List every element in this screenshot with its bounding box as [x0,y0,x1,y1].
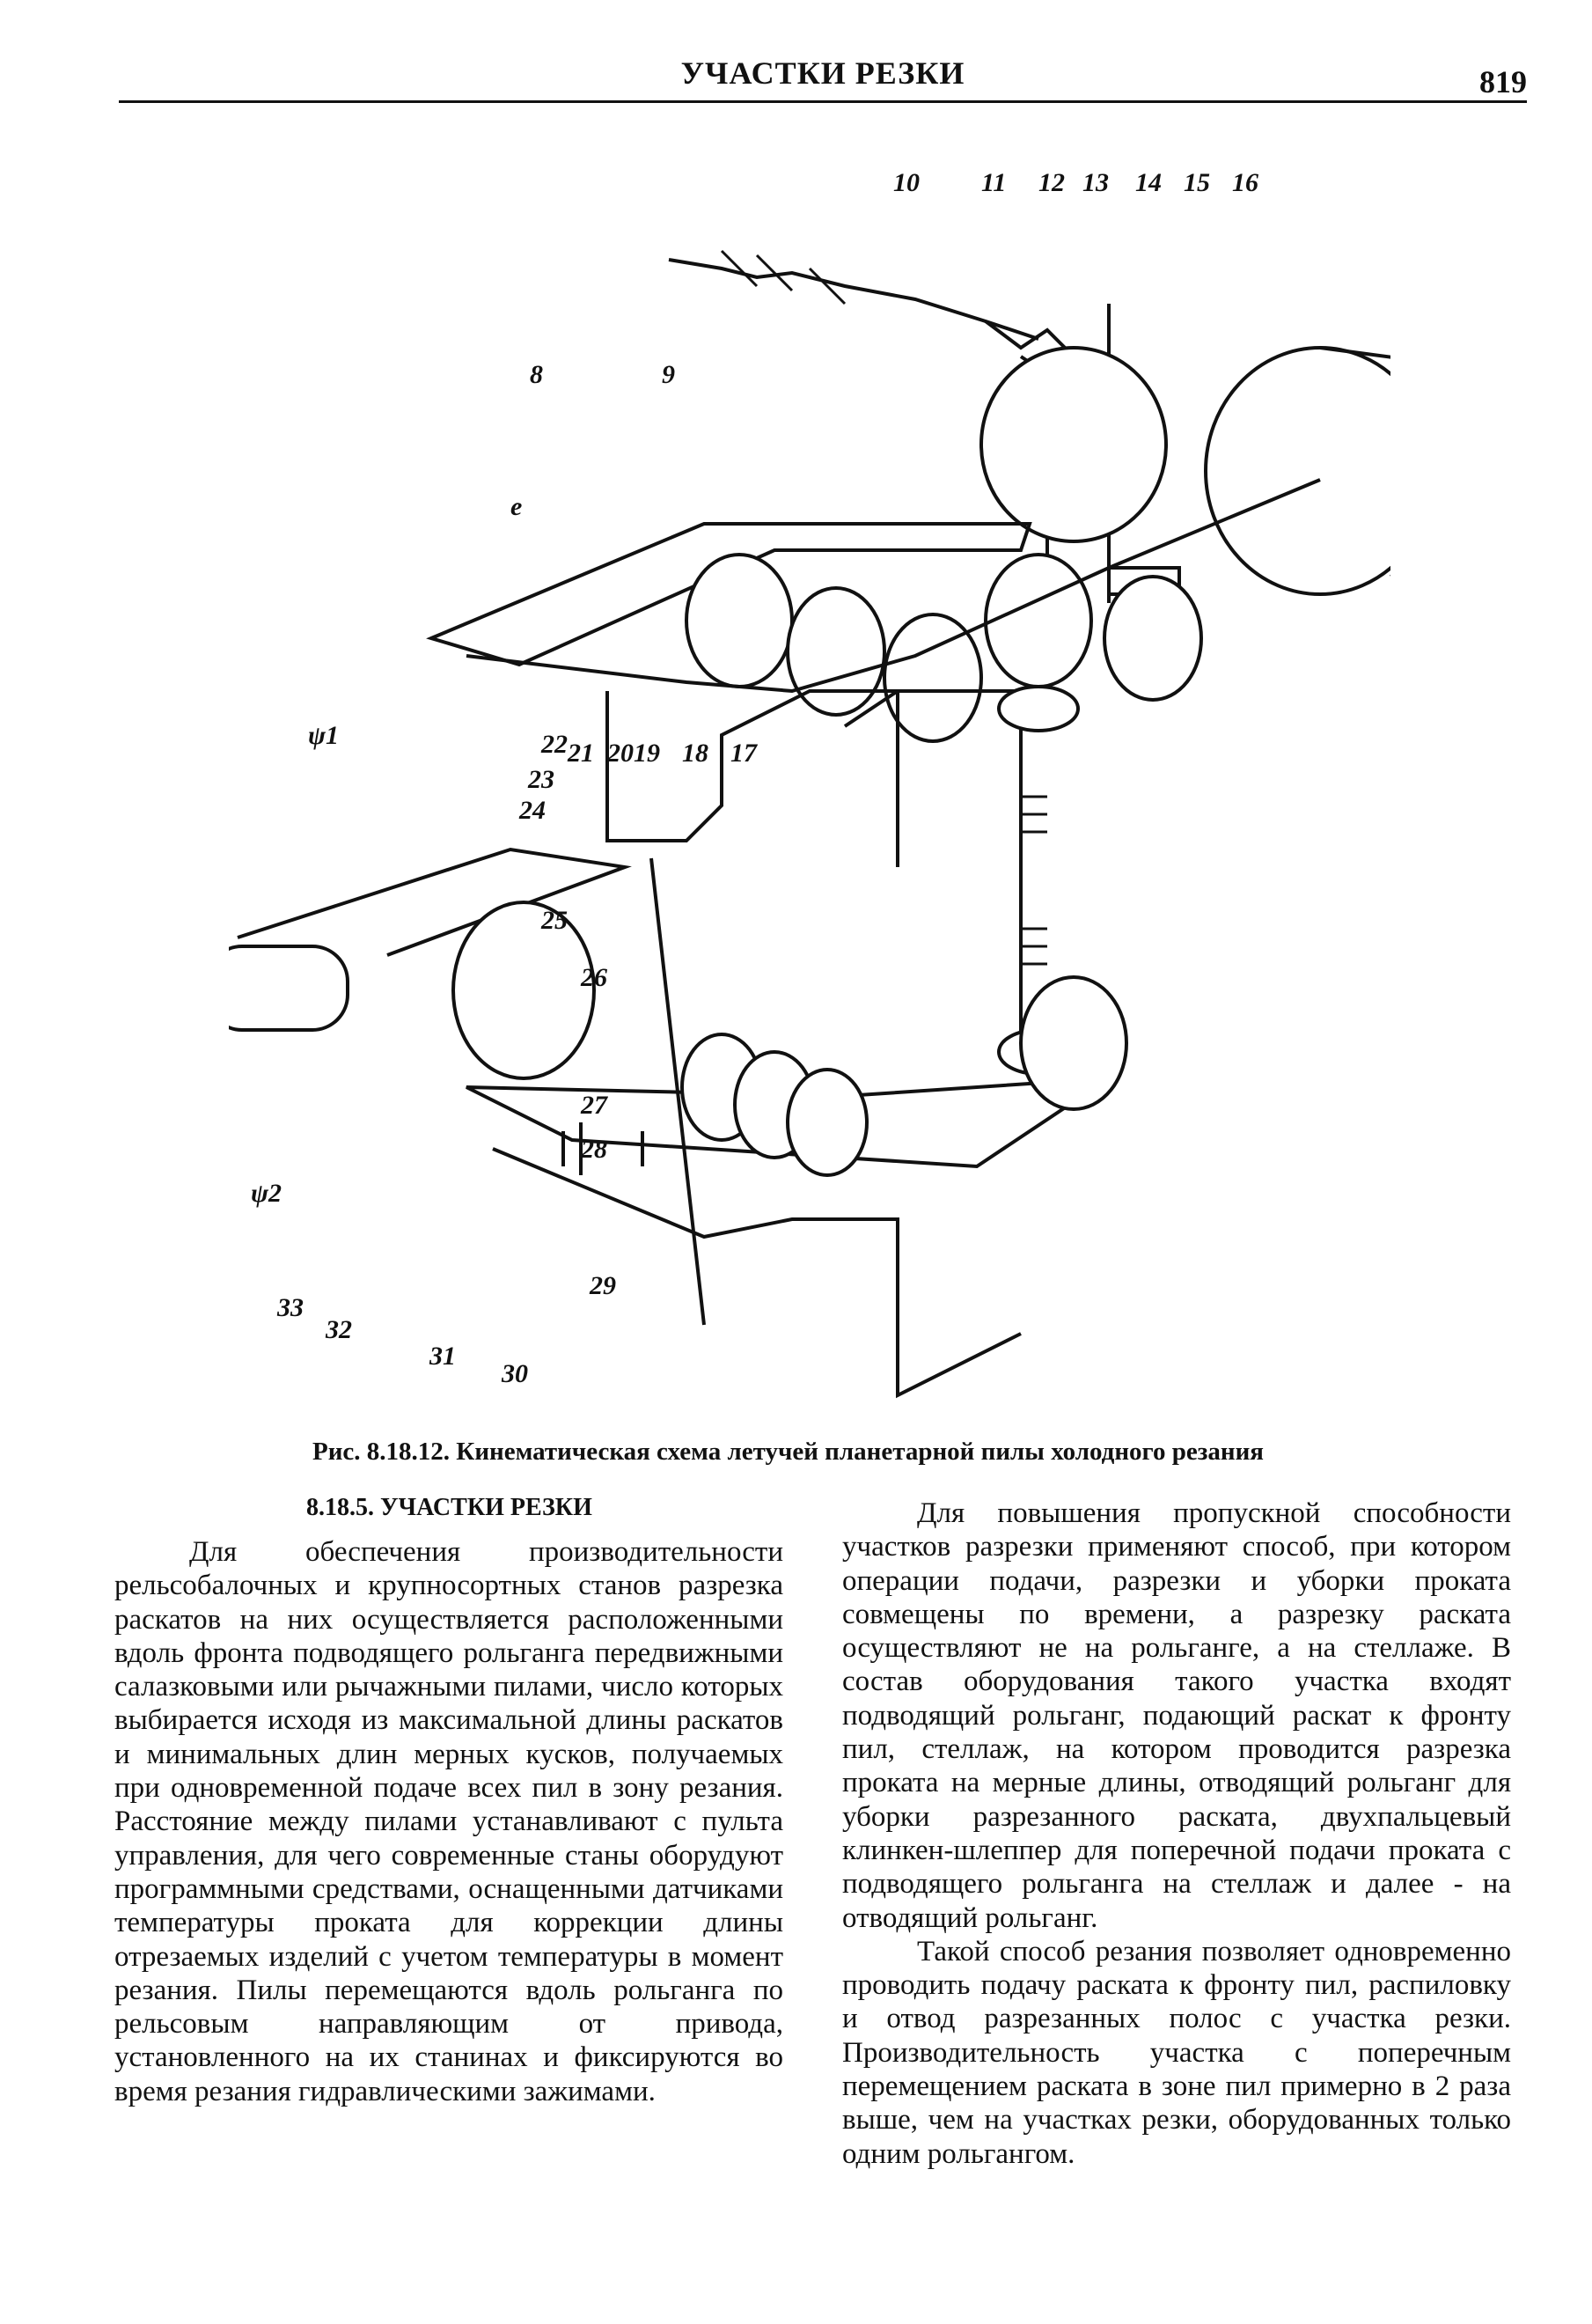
figure-caption: Рис. 8.18.12. Кинематическая схема летуч… [312,1438,1264,1466]
label-11: 11 [981,168,1006,197]
svg-text:15: 15 [1184,168,1210,197]
section-heading: 8.18.5. УЧАСТКИ РЕЗКИ [306,1494,592,1521]
svg-text:16: 16 [1232,168,1258,197]
gear-21 [984,553,1093,688]
gear-8 [786,586,886,717]
label-10: 10 [893,168,920,197]
svg-text:21: 21 [567,739,594,768]
svg-text:32: 32 [325,1315,352,1344]
page-header: УЧАСТКИ РЕЗКИ 819 [119,44,1527,106]
svg-text:22: 22 [540,730,568,759]
motor-3 [205,945,349,1032]
svg-text:12: 12 [1038,168,1065,197]
svg-text:31: 31 [429,1342,456,1371]
svg-text:8: 8 [530,360,543,389]
shaft-10 [668,258,1039,341]
svg-text:25: 25 [540,906,568,935]
bevel-gear-upper [997,685,1080,732]
bearing-hatch [720,249,847,305]
gear-2 [451,901,596,1080]
header-rule [119,100,1527,103]
svg-text:17: 17 [730,739,758,768]
svg-text:30: 30 [501,1359,528,1388]
gear-20 [1103,575,1203,702]
svg-text:19: 19 [634,739,660,768]
svg-text:18: 18 [682,739,708,768]
svg-text:29: 29 [589,1271,616,1300]
running-head: УЧАСТКИ РЕЗКИ [680,55,965,91]
svg-text:20: 20 [606,739,634,768]
paragraph-right-1: Для повышения пропускной способности уча… [842,1497,1511,1934]
right-column: Для повышения пропускной способности уча… [842,1497,1511,2171]
gear-22 [883,613,983,743]
gear-26 [1019,975,1128,1111]
paragraph-left: Для обеспечения производительности рельс… [114,1536,783,2107]
kinematic-diagram-svg: 10 11 12 13 14 15 16 8 9 7 6 5 4 3 2 1 3… [177,168,1533,1399]
svg-text:9: 9 [662,360,675,389]
label-psi2: ψ2 [251,1179,282,1208]
saw-disc-upper [979,346,1168,543]
svg-text:13: 13 [1082,168,1109,197]
kinematic-diagram: 10 11 12 13 14 15 16 8 9 7 6 5 4 3 2 1 3… [177,163,1533,1413]
label-psi1: ψ1 [308,721,339,750]
svg-text:28: 28 [580,1135,607,1164]
label-e: e [510,492,522,521]
svg-text:14: 14 [1135,168,1162,197]
svg-text:33: 33 [276,1293,304,1322]
svg-text:27: 27 [580,1091,608,1120]
page-number: 819 [1479,64,1527,99]
svg-text:23: 23 [527,765,554,794]
svg-text:26: 26 [580,963,607,992]
motor-housing [1204,346,1436,596]
paragraph-right-2: Такой способ резания позволяет одновреме… [842,1935,1511,2170]
left-column: Для обеспечения производительности рельс… [114,1535,783,2108]
svg-text:24: 24 [518,796,546,825]
gear-7 [685,553,794,688]
